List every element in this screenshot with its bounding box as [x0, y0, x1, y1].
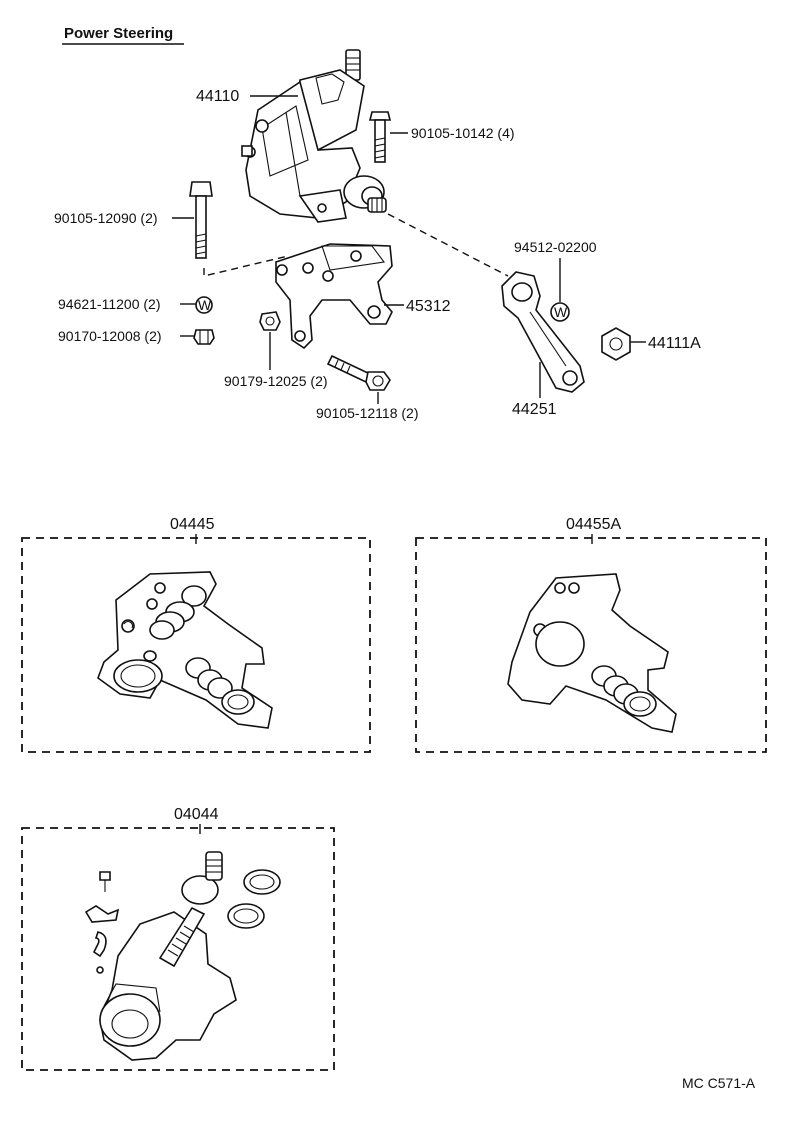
- steering-gear-housing: [241, 49, 387, 223]
- bracket-45312: [275, 243, 393, 350]
- label-44110: 44110: [196, 88, 239, 105]
- svg-text:W: W: [198, 297, 212, 313]
- kit-label-04455a: 04455A: [566, 516, 621, 533]
- washer-94512-02200: W: [550, 302, 570, 322]
- washer-94621-11200: W: [195, 296, 213, 314]
- svg-text:W: W: [554, 304, 568, 320]
- label-94512-02200: 94512-02200: [514, 239, 597, 255]
- bolt-90105-12118: [326, 354, 391, 391]
- kit-04455a-drawing: [507, 573, 677, 733]
- label-90105-12090: 90105-12090 (2): [54, 210, 158, 226]
- label-94621-11200: 94621-11200 (2): [58, 296, 160, 312]
- drawing-reference-code: MC C571-A: [682, 1075, 756, 1091]
- alignment-line-pitman: [387, 213, 509, 277]
- nut-90170-12008: [193, 329, 215, 345]
- bolt-90105-12090: [189, 181, 213, 259]
- pitman-arm-44251: [501, 271, 585, 393]
- label-44111a: 44111A: [648, 335, 701, 352]
- kit-label-04445: 04445: [170, 516, 215, 533]
- label-90105-10142: 90105-10142 (4): [411, 125, 515, 141]
- bolt-90105-10142: [368, 111, 392, 163]
- nut-44111a: [601, 327, 631, 361]
- kit-box-04044: [21, 827, 335, 1071]
- label-90170-12008: 90170-12008 (2): [58, 328, 162, 344]
- kit-04044-drawing: [84, 851, 281, 1061]
- kit-box-04455a: [415, 537, 767, 753]
- label-90179-12025: 90179-12025 (2): [224, 373, 328, 389]
- nut-90179-12025: [259, 311, 281, 331]
- label-45312: 45312: [406, 298, 451, 315]
- label-90105-12118: 90105-12118 (2): [316, 405, 418, 421]
- kit-box-04445: [21, 537, 371, 753]
- label-44251: 44251: [512, 401, 557, 418]
- diagram-title: Power Steering: [64, 25, 173, 42]
- kit-04445-drawing: [97, 571, 273, 729]
- kit-label-04044: 04044: [174, 806, 219, 823]
